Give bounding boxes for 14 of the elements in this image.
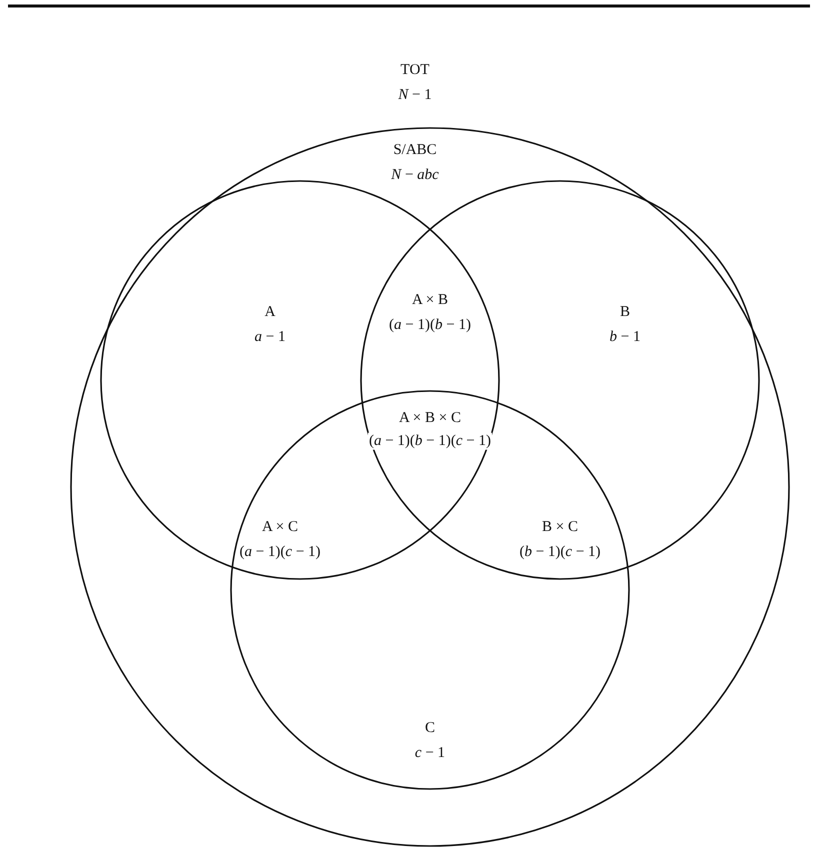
df-formula: c − 1 <box>414 744 446 762</box>
df-formula: N − 1 <box>398 86 432 104</box>
df-formula: (a − 1)(c − 1) <box>238 544 322 560</box>
set-label: B <box>620 304 630 320</box>
set-label: C <box>425 720 435 736</box>
set-label: TOT <box>400 62 430 78</box>
df-formula: a − 1 <box>254 328 286 346</box>
set-label: A <box>264 304 276 320</box>
df-formula: (b − 1)(c − 1) <box>518 544 602 560</box>
df-formula: (a − 1)(b − 1)(c − 1) <box>368 432 492 450</box>
set-label: S/ABC <box>393 142 437 158</box>
df-formula: b − 1 <box>610 328 640 346</box>
df-formula: (a − 1)(b − 1) <box>388 316 472 334</box>
df-formula: N − abc <box>391 166 439 184</box>
